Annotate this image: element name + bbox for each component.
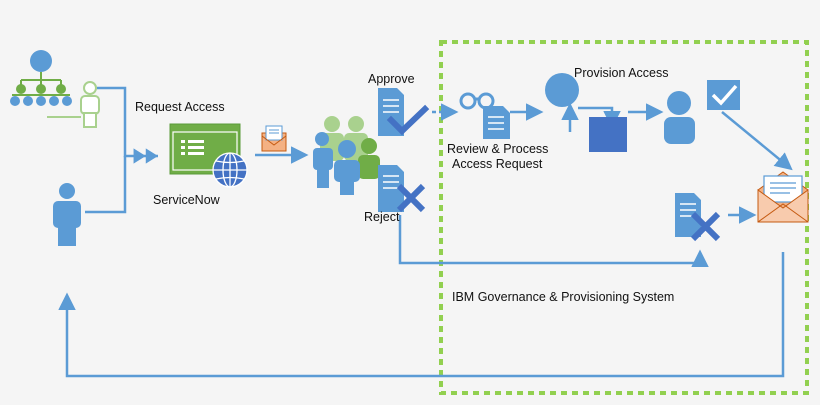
provisioned-user-icon	[664, 91, 695, 144]
reject-label: Reject	[364, 210, 400, 224]
provision-access-label: Provision Access	[574, 66, 669, 80]
connector-org-to-servicenow	[97, 86, 158, 164]
x-mark-icon	[690, 211, 721, 242]
checkbox-icon	[707, 80, 740, 110]
connector-return-to-requester	[58, 252, 785, 378]
provision-square	[589, 117, 627, 152]
x-mark-icon	[396, 183, 426, 213]
connector-user-to-servicenow	[85, 156, 127, 214]
connector-user-to-envelope	[721, 111, 793, 171]
open-envelope-icon	[757, 171, 809, 223]
checkmark-icon	[386, 104, 430, 136]
approve-document-icon	[378, 88, 430, 136]
servicenow-label: ServiceNow	[153, 193, 220, 207]
envelope-icon	[261, 125, 287, 152]
globe-icon	[212, 152, 248, 188]
system-label: IBM Governance & Provisioning System	[452, 290, 675, 304]
user-icon	[53, 183, 81, 246]
review-label-line2: Access Request	[452, 157, 543, 171]
glasses-icon	[459, 92, 495, 110]
system-reject-document-icon	[675, 193, 721, 242]
connector-reject-loop	[398, 215, 709, 267]
system-boundary	[439, 40, 809, 395]
provision-circle	[545, 73, 579, 107]
approve-label: Approve	[368, 72, 415, 86]
review-label-line1: Review & Process	[447, 142, 549, 156]
review-document-icon	[483, 106, 510, 139]
reject-document-icon	[378, 165, 426, 213]
team-icon	[313, 116, 380, 195]
request-access-label: Request Access	[135, 100, 225, 114]
user-outline-icon	[47, 81, 100, 128]
org-chart-icon	[10, 50, 72, 106]
